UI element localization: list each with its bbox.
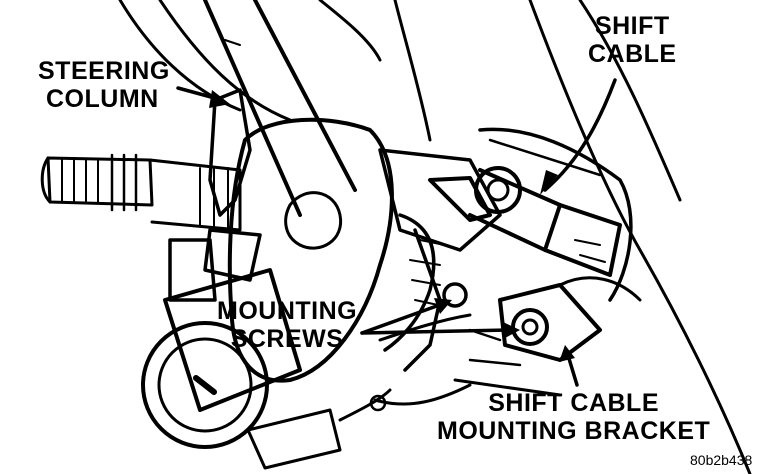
- shift-cable-label: SHIFT CABLE: [588, 12, 677, 68]
- arrowhead-screw-lower: [503, 322, 520, 339]
- arrowhead-shift-cable: [540, 170, 558, 195]
- steering-column-line-2: COLUMN: [46, 85, 159, 113]
- mounting-screws-line-1: MOUNTING: [217, 297, 358, 325]
- arrowhead-bracket: [559, 345, 575, 362]
- steering-column-line-1: STEERING: [38, 57, 170, 85]
- shift-cable: [428, 127, 633, 302]
- figure-code: 80b2b438: [690, 452, 753, 468]
- mounting-screws-line-2: SCREWS: [230, 325, 344, 353]
- arrow-shift-cable: [543, 78, 617, 192]
- mounting-screws-label: MOUNTING SCREWS: [217, 297, 357, 353]
- arrow-screw-upper: [360, 301, 447, 335]
- column-shaft: [203, 0, 357, 217]
- background-arcs: [118, 0, 752, 474]
- shift-cable-bracket-label: SHIFT CABLE MOUNTING BRACKET: [437, 389, 710, 445]
- column-cover: [227, 117, 394, 383]
- steering-column-label: STEERING COLUMN: [38, 57, 170, 113]
- shift-cable-line-1: SHIFT: [594, 12, 670, 40]
- shift-cable-bracket-line-1: SHIFT CABLE: [488, 389, 660, 417]
- arrow-screw-lower: [360, 328, 514, 335]
- splined-shaft: [40, 153, 242, 232]
- arrowheads: [209, 90, 575, 362]
- shift-cable-line-2: CABLE: [588, 40, 677, 68]
- arrowhead-screw-upper: [434, 298, 452, 314]
- arrowhead-steering-column: [209, 90, 230, 108]
- shift-mechanism: [369, 148, 502, 412]
- shift-cable-bracket-line-2: MOUNTING BRACKET: [437, 417, 711, 445]
- ignition-lock-cylinder: [141, 268, 392, 470]
